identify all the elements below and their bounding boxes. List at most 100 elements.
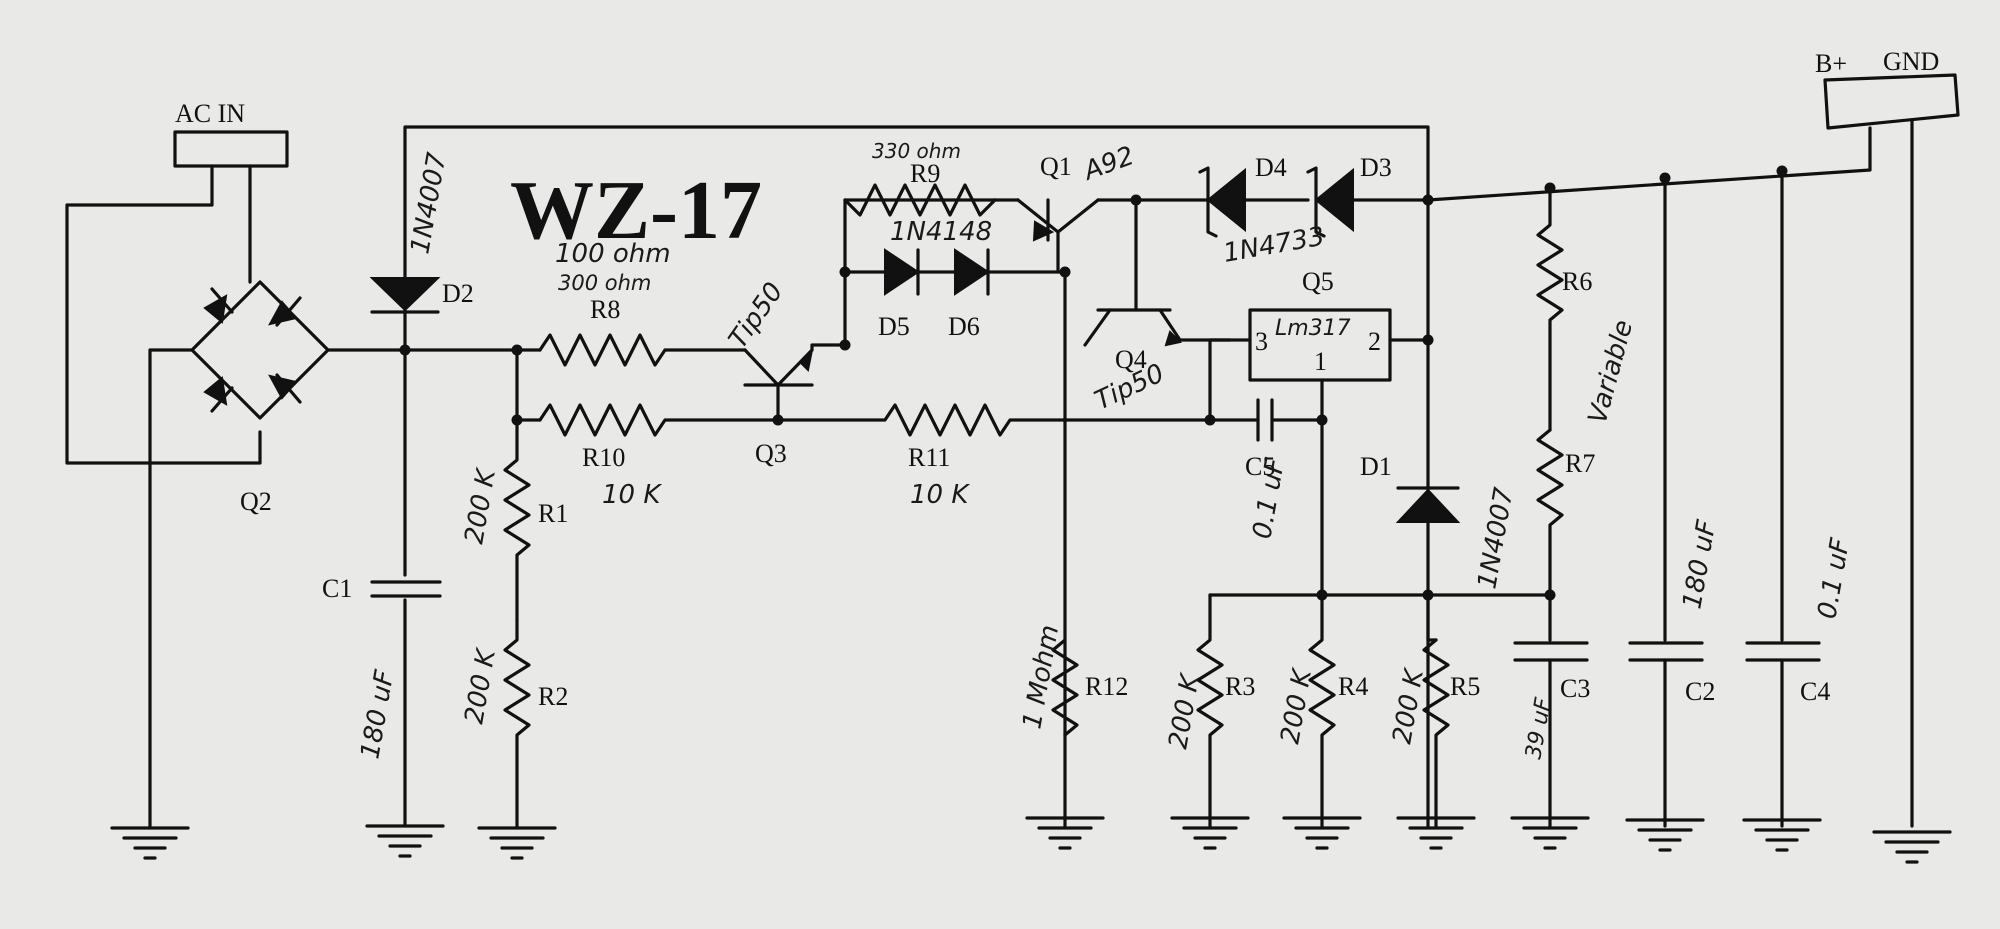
r7-label: R7	[1565, 449, 1595, 478]
capacitor-c1: C1 180 uF	[322, 348, 442, 828]
c3-label: C3	[1560, 674, 1590, 703]
diode-d5: D5	[878, 248, 920, 341]
zener-diode-d3: D3 1N4733	[1221, 153, 1392, 269]
r6r7-value: Variable	[1583, 317, 1639, 427]
c1-value: 180 uF	[355, 667, 400, 761]
resistor-r4: R4 200 K	[1275, 593, 1368, 828]
resistor-r9: R9 330 ohm	[843, 139, 997, 217]
diode-d6: D6 1N4148	[890, 217, 992, 341]
r10-label: R10	[582, 443, 625, 472]
capacitor-c5: C5 0.1 uF	[1208, 398, 1324, 541]
r5-label: R5	[1450, 672, 1480, 701]
resistor-r5: R5 200 K	[1387, 593, 1480, 828]
ground-icon	[477, 826, 557, 860]
capacitor-c4: C4 0.1 uF	[1745, 168, 1856, 828]
ac-in-connector: AC IN	[173, 99, 289, 168]
r4-label: R4	[1338, 672, 1368, 701]
q5-pin-2: 2	[1368, 327, 1381, 356]
resistor-r8: R8 100 ohm 300 ohm	[555, 239, 671, 324]
ac-in-label: AC IN	[175, 99, 245, 128]
ground-icon	[1282, 816, 1362, 850]
r1-value: 200 K	[459, 465, 502, 546]
d5-label: D5	[878, 312, 910, 341]
q3-part-value: Tip50	[723, 277, 789, 354]
resistor-r7: R7	[1536, 428, 1595, 642]
ground-icon	[110, 826, 190, 860]
transistor-q3: Q3 Tip50	[723, 277, 814, 468]
q5-label: Q5	[1302, 267, 1334, 296]
transistor-q1: Q1 A92	[1016, 141, 1138, 274]
r8-value-a: 100 ohm	[555, 239, 671, 269]
r3-value: 200 K	[1163, 670, 1206, 751]
resistor-r2: R2 200 K	[459, 618, 568, 830]
resistor-r11: R11 10 K	[773, 403, 1212, 510]
resistor-r12: R12 1 Mohm	[1017, 623, 1128, 737]
d4-label: D4	[1255, 153, 1287, 182]
r12-label: R12	[1085, 672, 1128, 701]
top-bus-wire	[403, 125, 1430, 828]
c4-value: 0.1 uF	[1812, 535, 1856, 621]
bridge-rectifier-q2: Q2	[65, 164, 407, 830]
output-connector: B+ GND	[1815, 47, 1960, 828]
d3-label: D3	[1360, 153, 1392, 182]
d2-part-value: 1N4007	[405, 150, 452, 256]
ground-icon	[1396, 816, 1476, 850]
r3-label: R3	[1225, 672, 1255, 701]
r9-label: R9	[910, 159, 940, 188]
q1-part-value: A92	[1078, 141, 1138, 187]
q3-label: Q3	[755, 439, 787, 468]
transistor-q4: Q4 Tip50	[1083, 308, 1183, 416]
capacitor-c2: C2 180 uF	[1628, 175, 1723, 828]
ground-icon	[1872, 830, 1952, 864]
r8-label: R8	[590, 295, 620, 324]
d2-label: D2	[442, 279, 474, 308]
d34-part-value: 1N4733	[1221, 222, 1327, 269]
r8-value-b: 300 ohm	[558, 271, 651, 295]
b-plus-label: B+	[1815, 49, 1847, 78]
ground-symbols	[110, 816, 1952, 864]
d56-part-value: 1N4148	[890, 217, 992, 247]
c2-value: 180 uF	[1677, 517, 1722, 611]
ground-icon	[1625, 818, 1705, 852]
diode-d2: D2 1N4007	[369, 150, 474, 314]
resistor-r3: R3 200 K	[1163, 593, 1255, 828]
ground-icon	[1510, 816, 1590, 850]
ground-icon	[365, 824, 445, 858]
c5-label: C5	[1245, 452, 1275, 481]
c4-label: C4	[1800, 677, 1830, 706]
r2-label: R2	[538, 682, 568, 711]
r11-label: R11	[908, 443, 950, 472]
circuit-title: WZ-17	[510, 164, 762, 257]
capacitor-c3: C3 39 uF	[1513, 641, 1590, 828]
resistor-r6: R6 Variable	[1536, 183, 1639, 432]
r9-value: 330 ohm	[872, 139, 961, 163]
diode-d1: D1 1N4007	[1360, 452, 1520, 591]
r11-value: 10 K	[910, 480, 970, 510]
d6-label: D6	[948, 312, 980, 341]
c1-label: C1	[322, 574, 352, 603]
q5-pin-3: 3	[1255, 327, 1268, 356]
q5-pin-1: 1	[1314, 347, 1327, 376]
zener-diode-d4: D4	[1198, 153, 1287, 238]
junction-dots	[399, 165, 1788, 601]
q1-label: Q1	[1040, 152, 1072, 181]
regulator-q5: Q5 Lm317 3 2 1	[1248, 267, 1392, 382]
ground-icon	[1025, 816, 1105, 850]
r5-value: 200 K	[1387, 665, 1430, 746]
ground-icon	[1742, 818, 1822, 852]
q5-part-value: Lm317	[1275, 316, 1351, 341]
r6-label: R6	[1562, 267, 1592, 296]
q2-label: Q2	[240, 487, 272, 516]
gnd-label: GND	[1883, 47, 1939, 76]
resistor-r1: R1 200 K	[459, 418, 568, 622]
resistor-r10: R10 10 K	[538, 403, 777, 510]
c2-label: C2	[1685, 677, 1715, 706]
q4-label: Q4	[1115, 345, 1147, 374]
r10-value: 10 K	[602, 480, 662, 510]
ground-icon	[1170, 816, 1250, 850]
d1-label: D1	[1360, 452, 1392, 481]
r2-value: 200 K	[459, 645, 502, 726]
d1-part-value: 1N4007	[1472, 485, 1519, 591]
r1-label: R1	[538, 499, 568, 528]
